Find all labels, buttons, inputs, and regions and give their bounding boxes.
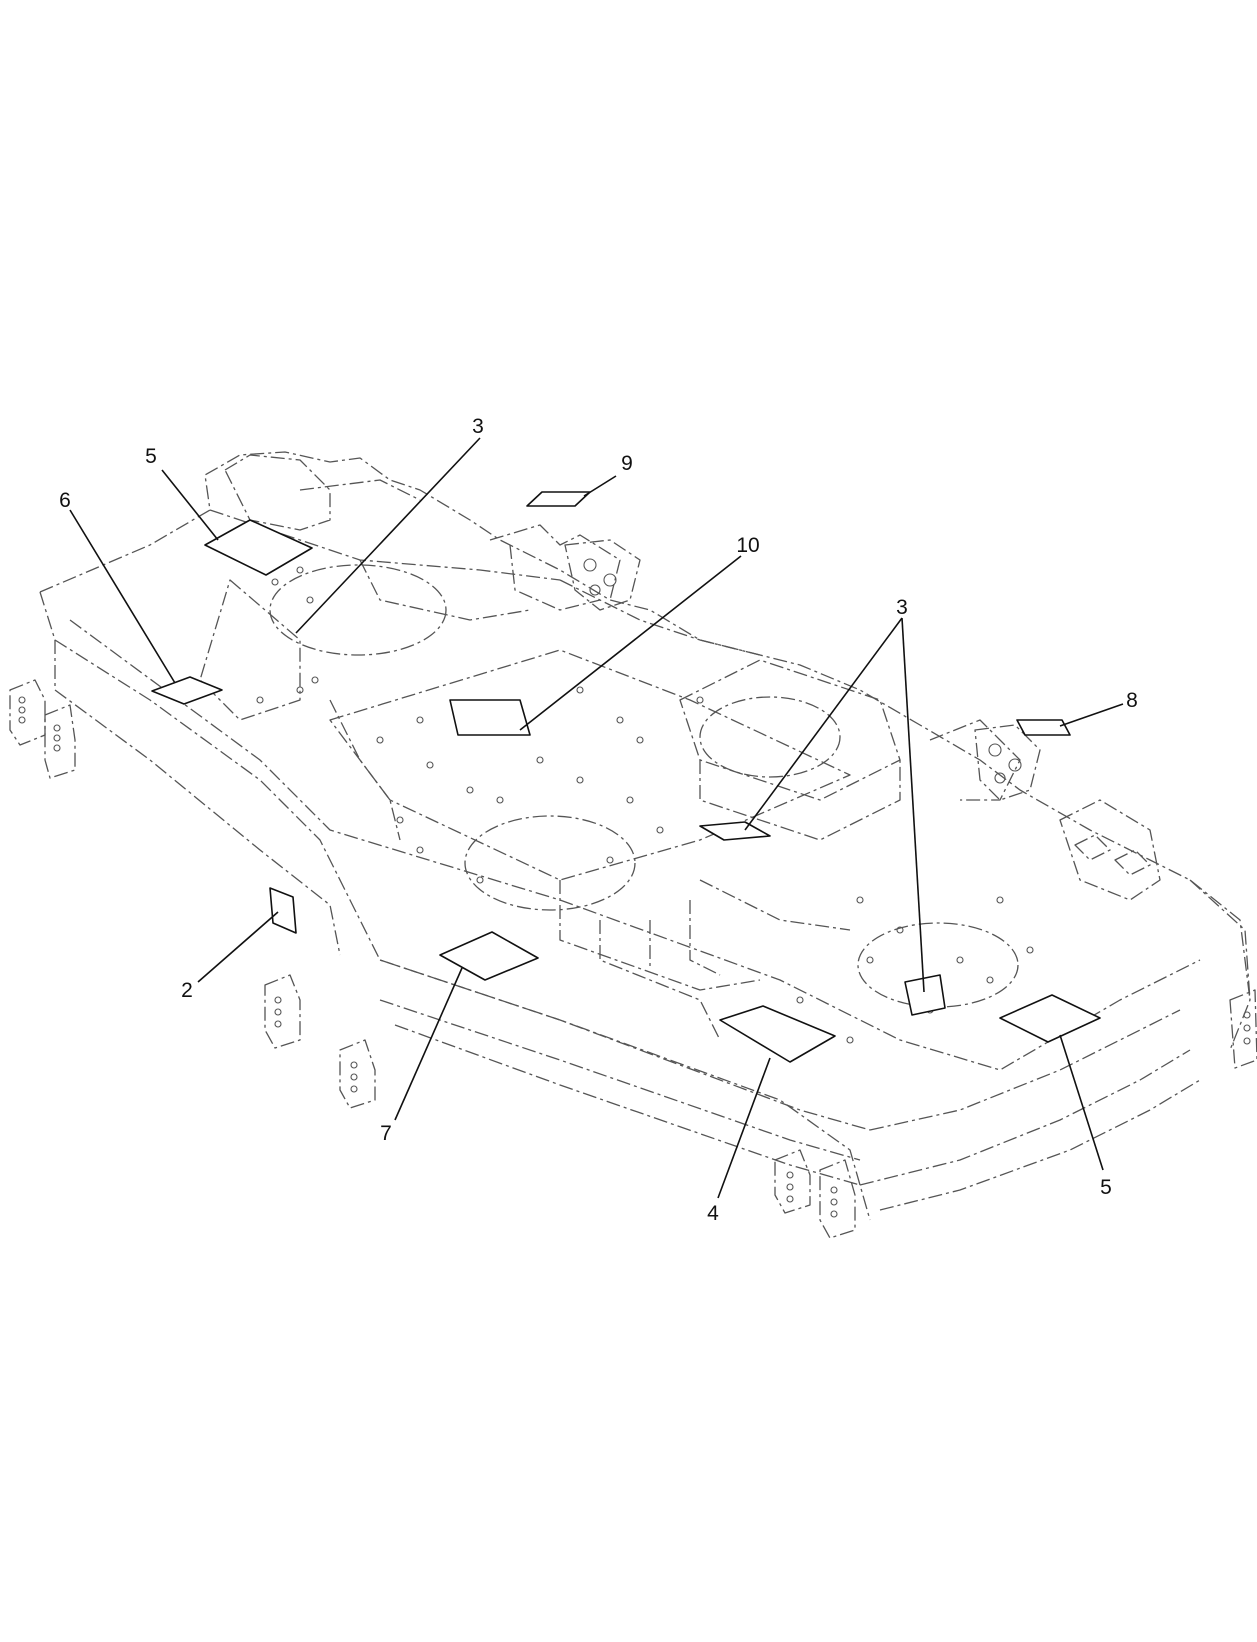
callout-9: 9 [621, 452, 633, 475]
decal-4 [719, 1005, 836, 1063]
callout-8: 8 [1126, 689, 1138, 712]
callout-5-left: 5 [145, 445, 157, 468]
decal-5-left [204, 519, 313, 576]
callout-3-top: 3 [472, 415, 484, 438]
callout-3-right: 3 [896, 596, 908, 619]
rear-brackets [564, 539, 1041, 801]
callout-4: 4 [707, 1202, 719, 1225]
callout-labels: 3 5 9 6 10 3 8 2 7 4 5 [59, 415, 1138, 1225]
decal-10 [449, 699, 531, 736]
leader-lines [69, 437, 1124, 1199]
decal-3-strip [699, 821, 771, 841]
decal-3-long [904, 974, 946, 1016]
decals [151, 491, 1101, 1063]
decal-2 [269, 887, 297, 934]
callout-5-right: 5 [1100, 1176, 1112, 1199]
decal-7 [439, 931, 539, 981]
callout-10: 10 [736, 534, 759, 557]
decal-8 [1016, 719, 1071, 736]
decal-9 [526, 491, 591, 507]
height-adjust-brackets [9, 679, 1257, 1239]
bolt-holes [256, 566, 1034, 1044]
callout-7: 7 [380, 1122, 392, 1145]
decal-6 [151, 676, 223, 705]
callout-2: 2 [181, 979, 193, 1002]
mower-deck-outline [39, 451, 1251, 1221]
callout-6: 6 [59, 489, 71, 512]
decal-5-right [999, 994, 1101, 1043]
